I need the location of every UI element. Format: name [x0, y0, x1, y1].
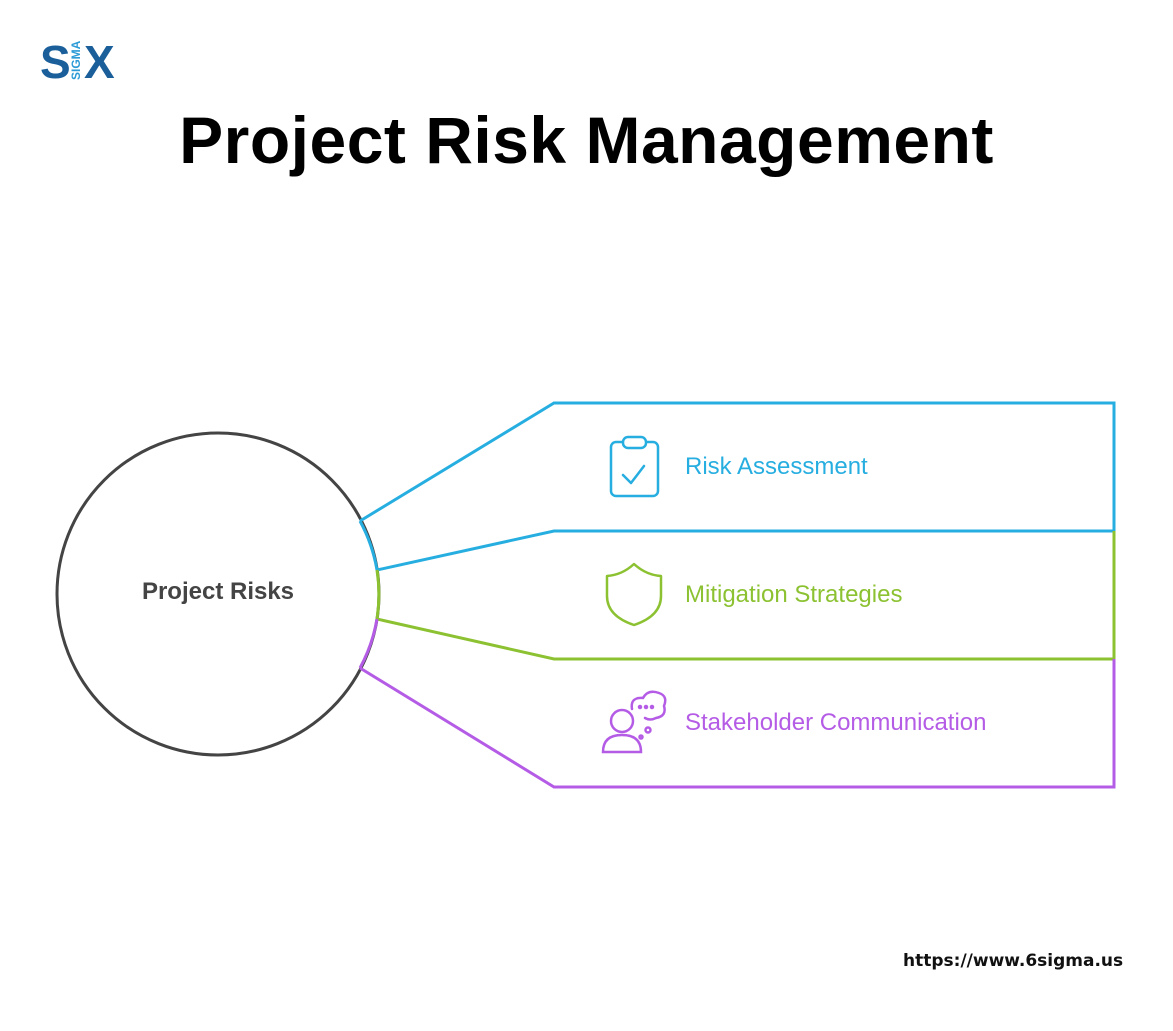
shield-icon	[605, 562, 663, 627]
branch-label-stakeholder-communication: Stakeholder Communication	[685, 709, 987, 736]
logo-letter-x: X	[84, 38, 115, 82]
branch-mitigation-shape	[375, 531, 1116, 661]
page-title: Project Risk Management	[179, 103, 994, 177]
center-label: Project Risks	[141, 578, 295, 605]
branch-stakeholder-shape	[358, 618, 1116, 789]
branch-label-risk-assessment: Risk Assessment	[685, 453, 868, 480]
branch-label-mitigation-strategies: Mitigation Strategies	[685, 581, 903, 608]
clipboard-check-icon	[609, 435, 660, 498]
six-sigma-logo: S SIGMA X	[40, 38, 115, 82]
logo-letter-s: S	[40, 38, 71, 82]
logo-sigma: SIGMA	[69, 40, 83, 80]
person-chat-icon	[601, 690, 667, 754]
branch-risk-assessment-shape	[358, 401, 1116, 572]
footer-url[interactable]: https://www.6sigma.us	[903, 951, 1124, 971]
